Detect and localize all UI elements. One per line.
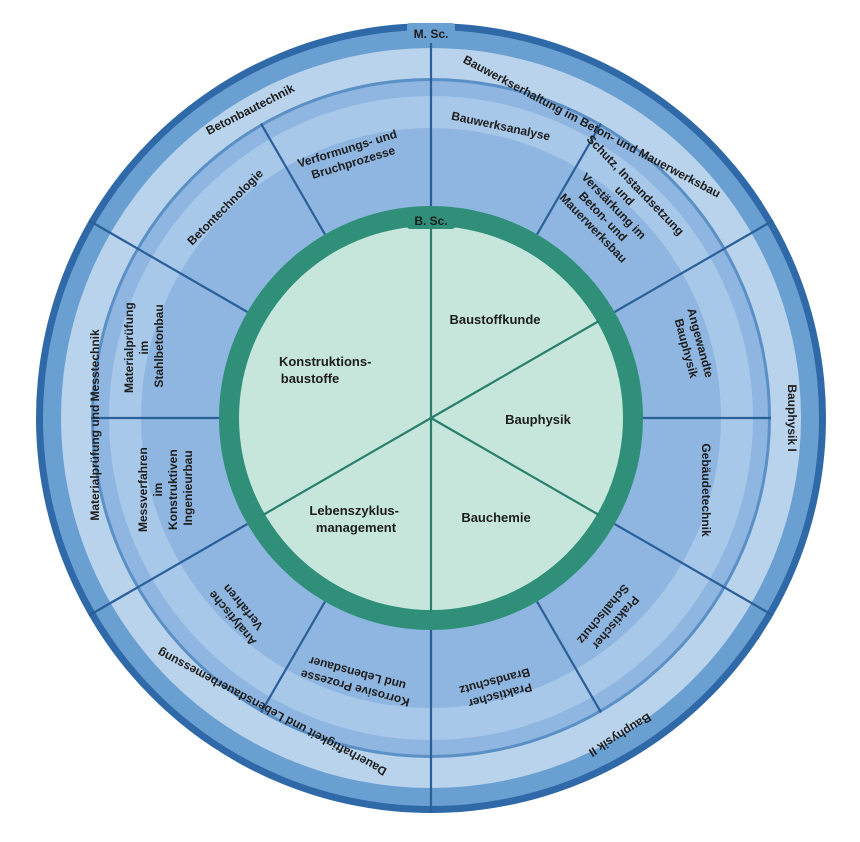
core-label-bauphysik: Bauphysik [505,412,572,427]
program-separator-2 [614,219,774,313]
course-messverfahren: Messverfahren im Konstruktiven Ingenieur… [136,444,195,532]
msc-header: M. Sc. [407,23,455,43]
bsc-header-label: B. Sc. [414,214,447,228]
program-separator-3 [614,523,774,617]
course-gebaeudetechnik: Gebäudetechnik [699,443,713,537]
program-separators [88,23,774,813]
bsc-header-plate [407,211,455,229]
program-separator-5 [88,523,248,617]
course-materialpruefung-stahl-line2: im [137,341,151,355]
core-label-konstruktion-line1: Konstruktions- [279,354,371,369]
course-messverfahren-text: Messverfahren im Konstruktiven Ingenieur… [136,444,195,532]
course-messverfahren-line1: Messverfahren [136,447,150,532]
course-separator-4 [260,601,326,713]
course-gebaeudetechnik-text: Gebäudetechnik [699,443,713,537]
core-label-lebenszyklus-line1: Lebenszyklus- [309,503,399,518]
core-separator-3 [430,417,600,516]
course-messverfahren-line2: im [151,483,165,497]
program-separator-6 [88,219,248,313]
bsc-core-labels: Baustoffkunde Bauphysik Bauchemie Lebens… [279,312,572,535]
msc-header-label: M. Sc. [414,27,449,41]
course-messverfahren-line4: Ingenieurbau [181,450,195,525]
course-materialpruefung-stahl-line3: Stahlbetonbau [152,304,166,387]
core-label-bauchemie: Bauchemie [461,510,530,525]
course-messverfahren-line3: Konstruktiven [166,449,180,530]
core-separators [262,224,600,612]
course-materialpruefung-stahl-line1: Materialprüfung [122,302,136,393]
course-separator-1 [536,123,602,235]
course-materialpruefung-stahl: Materialprüfung im Stahlbetonbau [122,299,166,393]
core-label-lebenszyklus: Lebenszyklus- management [309,503,402,535]
core-label-baustoffkunde: Baustoffkunde [450,312,541,327]
core-label-lebenszyklus-line2: management [316,520,397,535]
core-label-konstruktion: Konstruktions- baustoffe [279,354,375,386]
msc-header-plate [407,23,455,43]
program-materialpruefung-text: Materialprüfung und Messtechnik [88,329,102,521]
core-separator-5 [262,417,432,516]
course-separators [91,123,771,713]
core-separator-2 [430,320,600,419]
course-separator-6 [260,123,326,235]
course-materialpruefung-stahl-text: Materialprüfung im Stahlbetonbau [122,299,166,393]
program-bauphysik1-text: Bauphysik I [785,384,799,451]
program-bauphysik1: Bauphysik I [785,384,799,451]
course-separator-3 [536,601,602,713]
program-materialpruefung: Materialprüfung und Messtechnik [88,329,102,521]
core-label-konstruktion-line2: baustoffe [281,371,340,386]
bsc-header: B. Sc. [407,211,455,229]
